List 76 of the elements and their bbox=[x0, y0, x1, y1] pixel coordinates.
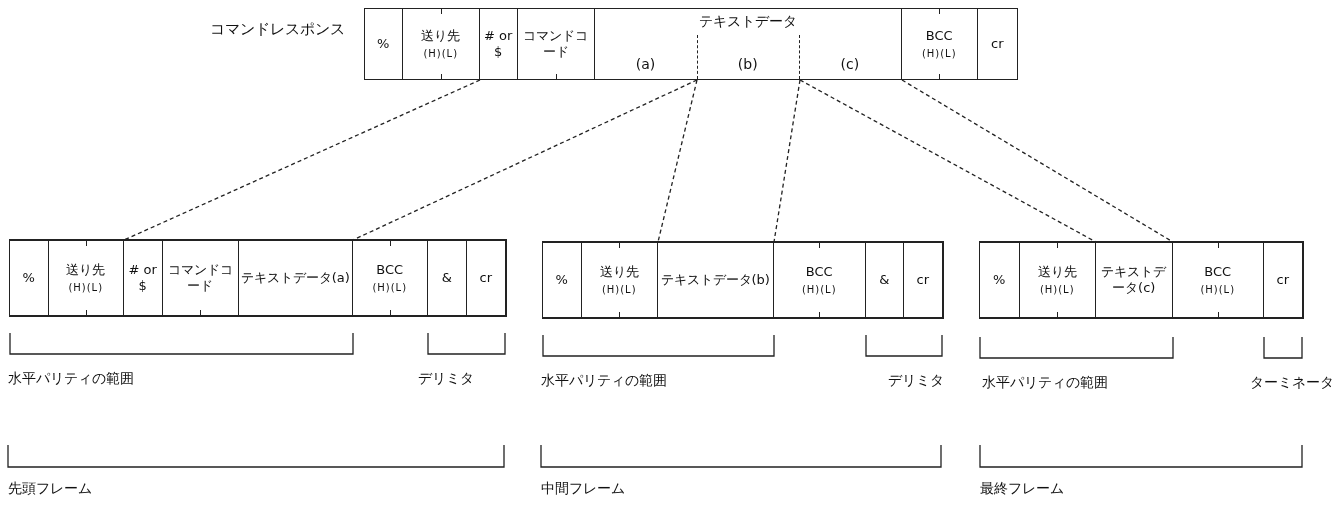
field-label: BCC bbox=[925, 27, 953, 44]
field-label: (H)(L) bbox=[921, 47, 957, 61]
frame-field bbox=[541, 242, 582, 318]
field-label: BCC bbox=[376, 261, 404, 278]
field-label: (a) bbox=[634, 55, 657, 73]
field-label: % bbox=[22, 269, 35, 287]
field-label: (H)(L) bbox=[372, 281, 408, 295]
field-label: % bbox=[993, 271, 1006, 289]
field-label: # or $ bbox=[127, 261, 158, 295]
field-label: テキストデータ(b) bbox=[660, 271, 770, 289]
field-label: (H)(L) bbox=[801, 283, 837, 297]
frame-field bbox=[864, 242, 904, 318]
field-label: % bbox=[555, 271, 568, 289]
frame-field bbox=[426, 240, 467, 316]
field-label: (c) bbox=[839, 55, 861, 73]
dashed-line bbox=[773, 79, 801, 243]
bracket-label: ターミネータ bbox=[1250, 374, 1334, 392]
bracket-label: 中間フレーム bbox=[541, 480, 625, 498]
frame-field bbox=[478, 8, 518, 80]
frame-field bbox=[401, 8, 480, 80]
field-label: 送り先 bbox=[1037, 263, 1077, 280]
frame-field bbox=[1171, 242, 1264, 318]
field-label: テキストデータ bbox=[698, 13, 797, 31]
bracket-label: デリミタ bbox=[418, 370, 474, 388]
field-label: BCC bbox=[805, 263, 833, 280]
field-label: (b) bbox=[736, 55, 759, 73]
field-label: 送り先 bbox=[421, 27, 461, 44]
field-label: (H)(L) bbox=[601, 283, 637, 297]
field-label: テキストデータ(c) bbox=[1100, 263, 1168, 297]
frame-field bbox=[772, 242, 866, 318]
field-label: cr bbox=[479, 269, 492, 287]
frame-field bbox=[1094, 242, 1173, 318]
field-label: (H)(L) bbox=[68, 281, 104, 295]
frame-field bbox=[122, 240, 163, 316]
field-label: 送り先 bbox=[599, 263, 639, 280]
bracket-label: 水平パリティの範囲 bbox=[982, 374, 1108, 392]
bracket-label: 水平パリティの範囲 bbox=[8, 370, 134, 388]
field-label: (H)(L) bbox=[1039, 283, 1075, 297]
frame-field bbox=[976, 8, 1018, 80]
frame-field bbox=[593, 8, 902, 80]
bracket-label: デリミタ bbox=[888, 372, 944, 390]
frame-field bbox=[1018, 242, 1096, 318]
field-label: & bbox=[441, 269, 452, 287]
frame-field bbox=[465, 240, 506, 316]
bracket-label: 先頭フレーム bbox=[8, 480, 92, 498]
bracket-label: 水平パリティの範囲 bbox=[541, 372, 667, 390]
field-label: BCC bbox=[1204, 263, 1232, 280]
frame-field bbox=[8, 240, 49, 316]
frame-field bbox=[900, 8, 978, 80]
frame-field bbox=[516, 8, 595, 80]
field-label: テキストデータ(a) bbox=[240, 269, 350, 287]
dashed-line bbox=[657, 79, 698, 243]
field-label: cr bbox=[991, 35, 1004, 53]
field-label: % bbox=[377, 35, 390, 53]
field-label: & bbox=[879, 271, 890, 289]
frame-field bbox=[47, 240, 124, 316]
field-label: 送り先 bbox=[66, 261, 106, 278]
frame-field bbox=[351, 240, 428, 316]
frame-field bbox=[237, 240, 353, 316]
frame-field bbox=[580, 242, 658, 318]
frame-field bbox=[161, 240, 239, 316]
row-label: コマンドレスポンス bbox=[210, 20, 345, 40]
field-label: cr bbox=[1276, 271, 1289, 289]
frame-field bbox=[656, 242, 774, 318]
field-label: (H)(L) bbox=[423, 47, 459, 61]
frame-field bbox=[363, 8, 403, 80]
field-label: # or $ bbox=[483, 27, 514, 61]
frame-field bbox=[1262, 242, 1303, 318]
dashed-line bbox=[123, 79, 481, 241]
frame-field bbox=[902, 242, 943, 318]
field-label: (H)(L) bbox=[1200, 283, 1236, 297]
field-label: cr bbox=[916, 271, 929, 289]
field-label: コマンドコード bbox=[522, 27, 590, 61]
frame-field bbox=[978, 242, 1020, 318]
bracket-label: 最終フレーム bbox=[980, 480, 1064, 498]
field-label: コマンドコード bbox=[166, 261, 234, 295]
